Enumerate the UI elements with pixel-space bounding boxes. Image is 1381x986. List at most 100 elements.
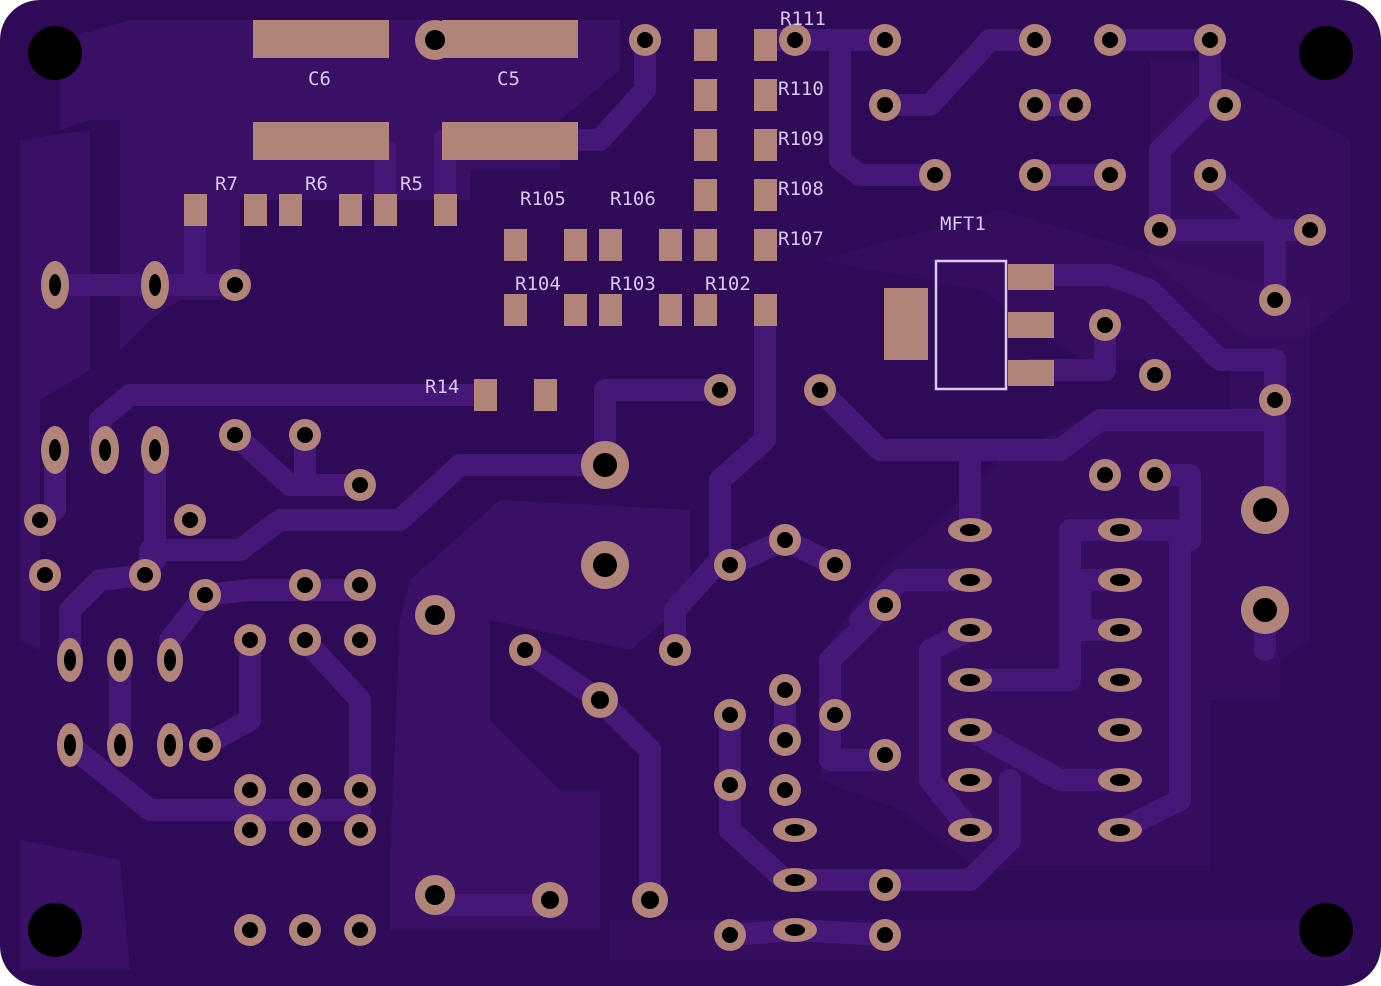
- drill-hole: [425, 30, 445, 50]
- drill-hole: [1302, 222, 1318, 238]
- label-c5: C5: [497, 68, 520, 90]
- drill-hole: [197, 587, 213, 603]
- label-mft1: MFT1: [940, 213, 986, 235]
- drill-hole: [812, 382, 828, 398]
- r14-pad-2: [534, 379, 557, 411]
- drill-hole: [1097, 467, 1113, 483]
- drill-hole: [49, 439, 61, 461]
- drill-hole: [593, 553, 617, 577]
- mount-hole-top-left: [28, 26, 82, 80]
- drill-hole: [1152, 222, 1168, 238]
- drill-hole: [877, 747, 893, 763]
- drill-hole: [197, 737, 213, 753]
- label-r5: R5: [400, 173, 423, 195]
- drill-hole: [593, 453, 617, 477]
- drill-hole: [297, 922, 313, 938]
- label-r14: R14: [425, 376, 459, 398]
- mft1-pin-2: [1008, 312, 1054, 338]
- drill-hole: [877, 927, 893, 943]
- drill-hole: [37, 567, 53, 583]
- mounting-holes: [28, 26, 1353, 957]
- smd-pads: [184, 20, 1054, 411]
- drill-hole: [1110, 624, 1130, 636]
- drill-hole: [785, 924, 805, 936]
- label-r108: R108: [778, 178, 824, 200]
- r107-pad-1: [694, 229, 717, 261]
- drill-hole: [637, 32, 653, 48]
- drill-hole: [785, 824, 805, 836]
- r109-pad-2: [754, 129, 777, 161]
- drill-hole: [1110, 674, 1130, 686]
- drill-hole: [114, 734, 126, 756]
- drill-hole: [785, 874, 805, 886]
- drill-hole: [1253, 498, 1277, 522]
- drill-hole: [712, 382, 728, 398]
- r103-pad-1: [599, 294, 622, 326]
- drill-hole: [541, 891, 559, 909]
- label-r111: R111: [780, 8, 826, 30]
- drill-hole: [99, 439, 111, 461]
- label-r104: R104: [515, 273, 561, 295]
- drill-hole: [352, 632, 368, 648]
- mft1-pin-1: [1008, 264, 1054, 290]
- mft1-tab-pad: [884, 288, 928, 360]
- r14-pad-1: [474, 379, 497, 411]
- r105-pad-2: [564, 229, 587, 261]
- drill-hole: [1202, 167, 1218, 183]
- drill-hole: [425, 885, 445, 905]
- r110-pad-2: [754, 79, 777, 111]
- drill-hole: [1110, 824, 1130, 836]
- label-r103: R103: [610, 273, 656, 295]
- drill-hole: [352, 782, 368, 798]
- drill-hole: [777, 732, 793, 748]
- drill-hole: [722, 927, 738, 943]
- drill-hole: [641, 891, 659, 909]
- drill-hole: [722, 777, 738, 793]
- drill-hole: [242, 822, 258, 838]
- drill-hole: [827, 707, 843, 723]
- drill-hole: [1253, 598, 1277, 622]
- r7-pad-1: [184, 194, 207, 226]
- drill-hole: [877, 32, 893, 48]
- drill-hole: [1147, 467, 1163, 483]
- r104-pad-1: [504, 294, 527, 326]
- drill-hole: [114, 649, 126, 671]
- mount-hole-bottom-right: [1299, 903, 1353, 957]
- r108-pad-2: [754, 179, 777, 211]
- drill-hole: [352, 922, 368, 938]
- drill-hole: [297, 822, 313, 838]
- drill-hole: [1110, 574, 1130, 586]
- drill-hole: [777, 682, 793, 698]
- drill-hole: [297, 782, 313, 798]
- drill-hole: [149, 439, 161, 461]
- r108-pad-1: [694, 179, 717, 211]
- drill-hole: [777, 532, 793, 548]
- through-hole-pads: [24, 20, 1326, 951]
- drill-hole: [1110, 724, 1130, 736]
- drill-hole: [227, 277, 243, 293]
- drill-hole: [1147, 367, 1163, 383]
- drill-hole: [1110, 774, 1130, 786]
- r103-pad-2: [659, 294, 682, 326]
- c5-pad-1: [442, 20, 578, 58]
- drill-hole: [787, 32, 803, 48]
- mft1-pin-3: [1008, 360, 1054, 386]
- drill-hole: [242, 632, 258, 648]
- drill-hole: [1110, 524, 1130, 536]
- drill-hole: [32, 512, 48, 528]
- drill-hole: [827, 557, 843, 573]
- drill-hole: [1027, 167, 1043, 183]
- drill-hole: [297, 577, 313, 593]
- drill-hole: [1097, 317, 1113, 333]
- drill-hole: [667, 642, 683, 658]
- label-r7: R7: [215, 173, 238, 195]
- drill-hole: [164, 734, 176, 756]
- drill-hole: [1217, 97, 1233, 113]
- silkscreen: C6 C5 R7 R6 R5 R105 R106 R104 R103 R102 …: [215, 8, 1008, 398]
- label-r105: R105: [520, 188, 566, 210]
- drill-hole: [1027, 32, 1043, 48]
- drill-hole: [777, 782, 793, 798]
- drill-hole: [64, 649, 76, 671]
